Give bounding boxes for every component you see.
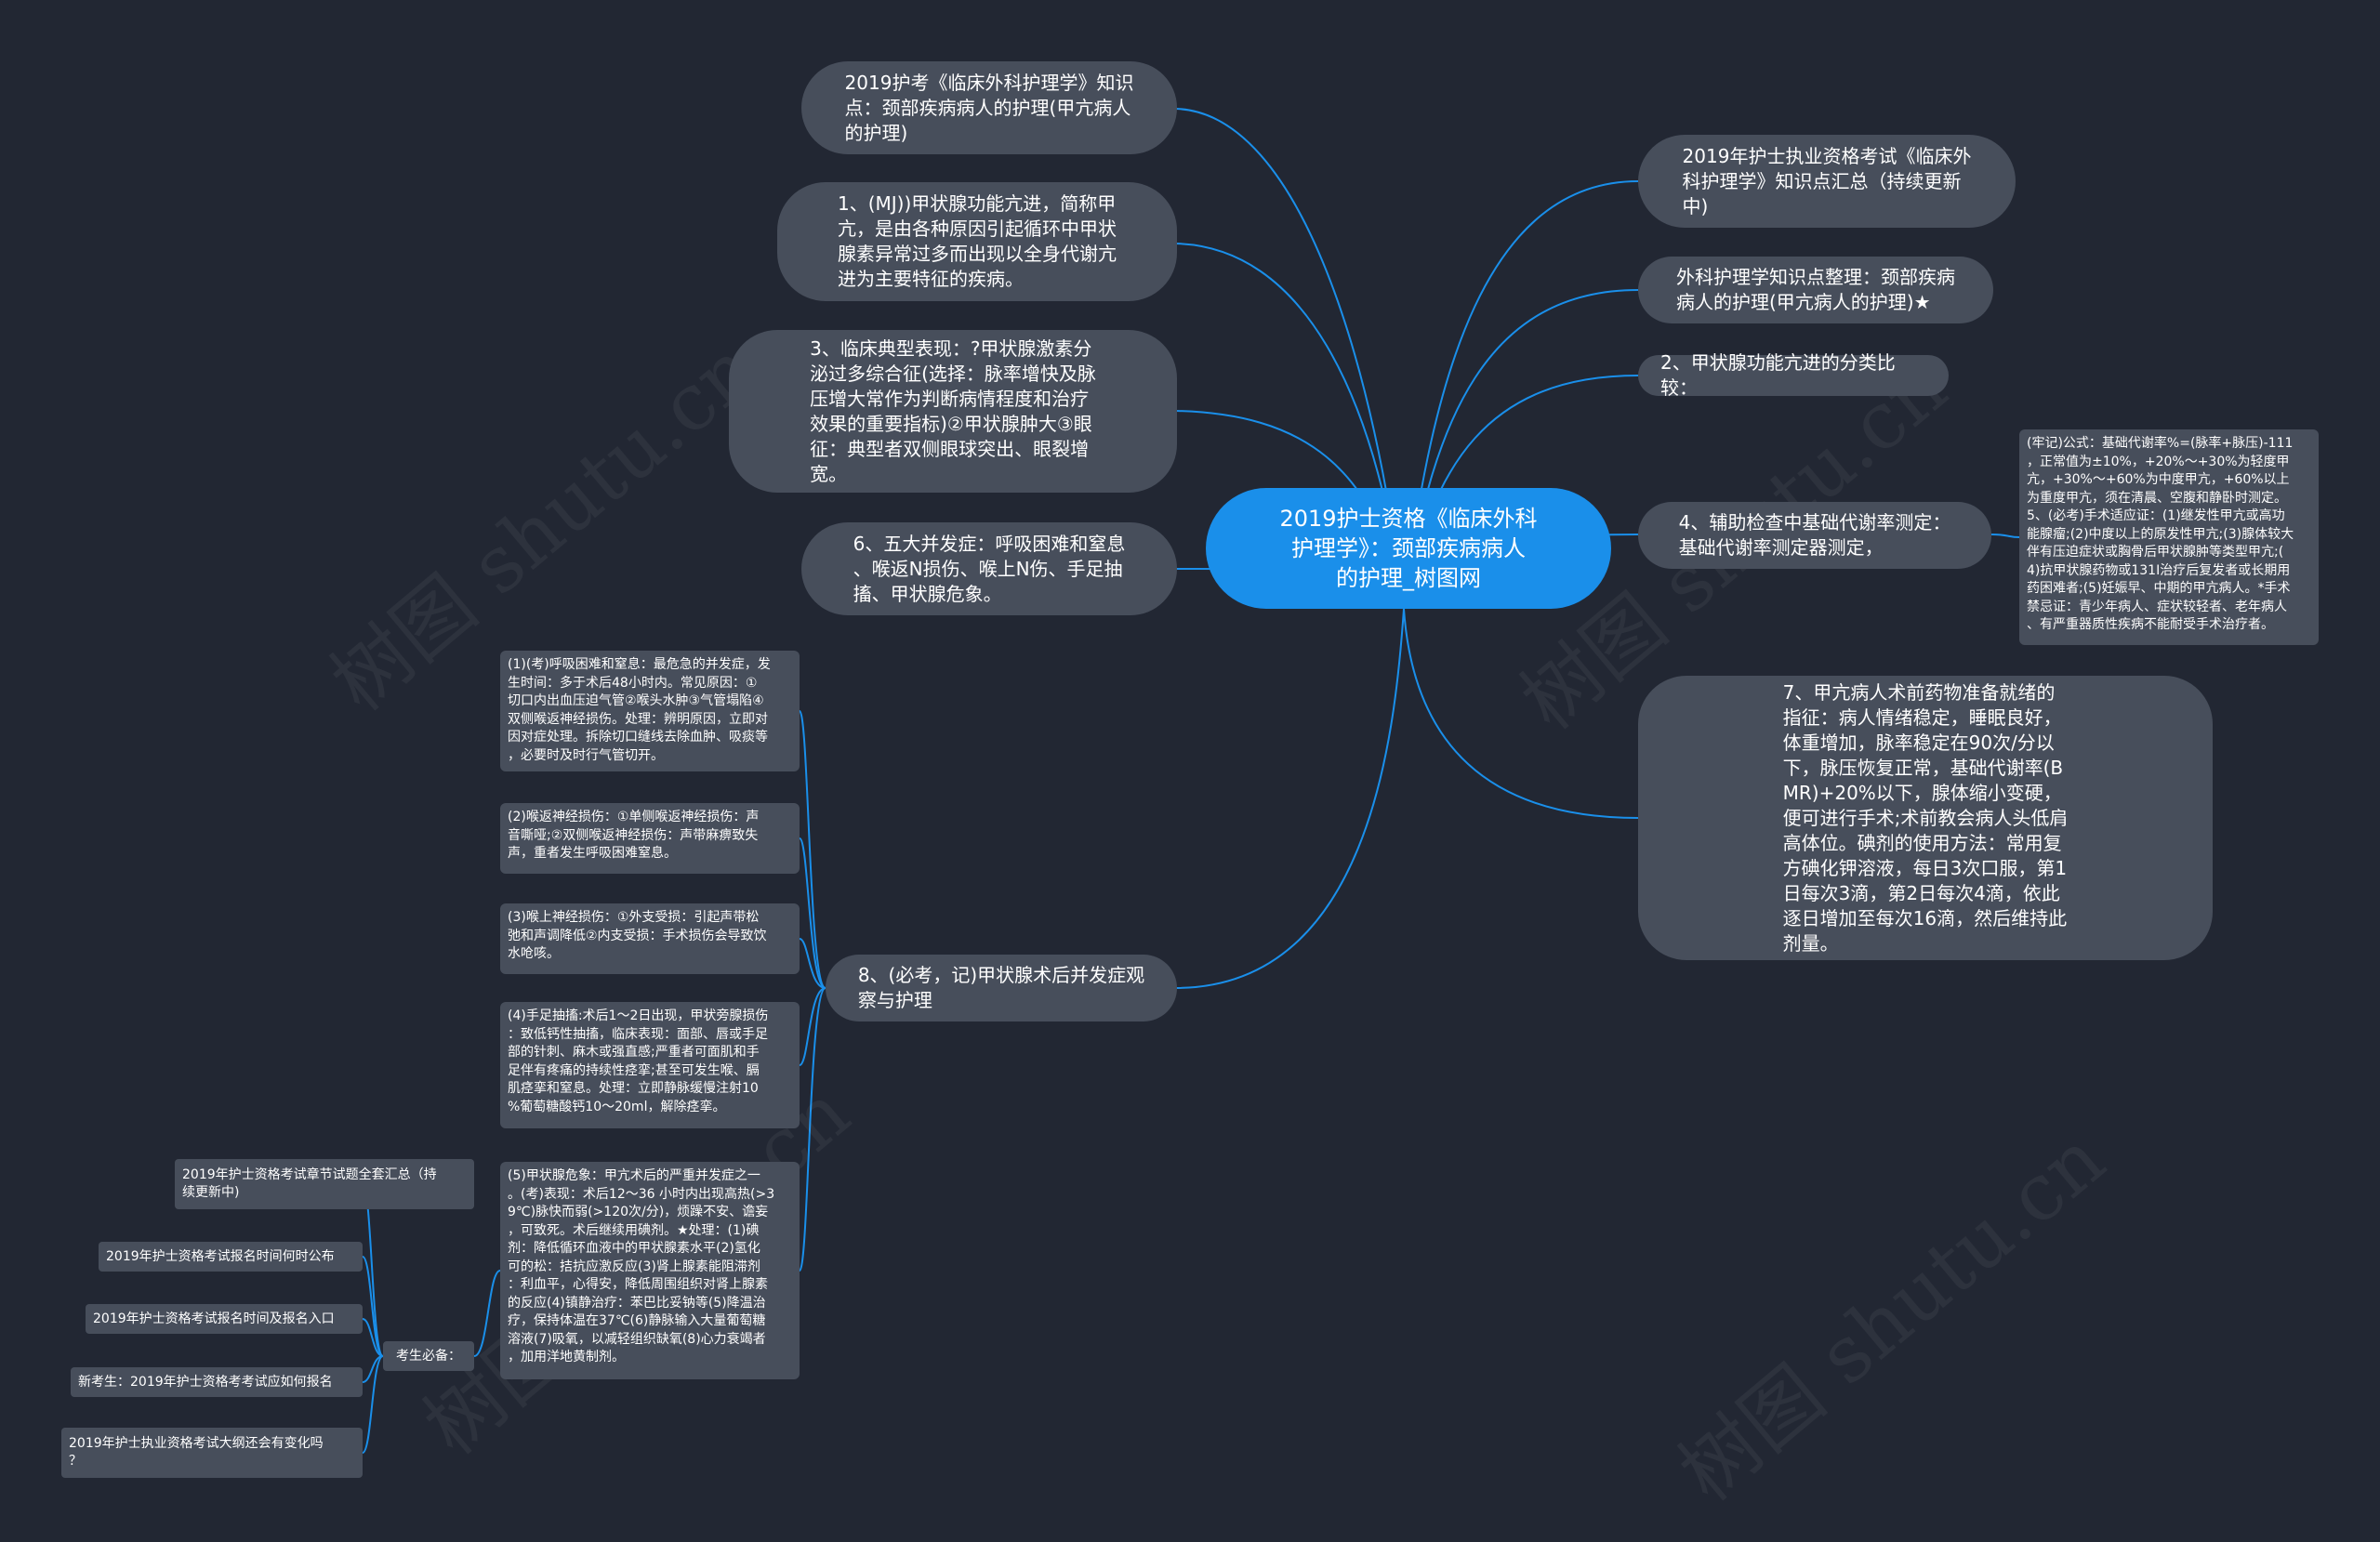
exam-item-5-label: 2019年护士执业资格考试大纲还会有变化吗 ？	[69, 1436, 324, 1469]
exam-item-5[interactable]: 2019年护士执业资格考试大纲还会有变化吗 ？	[61, 1428, 363, 1478]
exam-item-1-label: 2019年护士资格考试章节试题全套汇总（持 续更新中)	[182, 1167, 437, 1200]
link-l5-d3	[799, 938, 826, 989]
link-exam-5	[362, 1355, 384, 1454]
branch-l5-label: 8、(必考，记)甲状腺术后并发症观 察与护理	[857, 964, 1145, 1011]
exam-item-3[interactable]: 2019年护士资格考试报名时间及报名入口	[86, 1304, 363, 1334]
link-exam-1	[362, 1183, 384, 1357]
branch-r2-label: 外科护理学知识点整理：颈部疾病 病人的护理(甲亢病人的护理)★	[1676, 266, 1955, 313]
detail-complication-2-label: (2)喉返神经损伤：①单侧喉返神经损伤：声 音嘶哑;②双侧喉返神经损伤：声带麻痹…	[508, 810, 760, 861]
branch-l5[interactable]: 8、(必考，记)甲状腺术后并发症观 察与护理	[826, 955, 1177, 1021]
detail-complication-2[interactable]: (2)喉返神经损伤：①单侧喉返神经损伤：声 音嘶哑;②双侧喉返神经损伤：声带麻痹…	[500, 803, 800, 874]
detail-bmr-label: (牢记)公式：基础代谢率%=(脉率+脉压)-111 ，正常值为±10%，+20%…	[2027, 436, 2294, 632]
branch-l1-label: 2019护考《临床外科护理学》知识 点：颈部疾病病人的护理(甲亢病人 的护理)	[844, 71, 1134, 144]
detail-complication-3-label: (3)喉上神经损伤：①外支受损：引起声带松 弛和声调降低②内支受损：手术损伤会导…	[508, 910, 767, 961]
link-l5-d1	[799, 710, 826, 989]
exam-essentials-label[interactable]: 考生必备：	[383, 1341, 474, 1371]
detail-complication-5-label: (5)甲状腺危象：甲亢术后的严重并发症之一 。(考)表现：术后12～36 小时内…	[508, 1168, 775, 1364]
branch-r1-label: 2019年护士执业资格考试《临床外 科护理学》知识点汇总（持续更新 中)	[1682, 144, 1972, 217]
branch-l4-label: 6、五大并发症：呼吸困难和窒息 、喉返N损伤、喉上N伤、手足抽 搐、甲状腺危象。	[853, 532, 1126, 605]
branch-l1[interactable]: 2019护考《临床外科护理学》知识 点：颈部疾病病人的护理(甲亢病人 的护理)	[801, 61, 1177, 154]
branch-l4[interactable]: 6、五大并发症：呼吸困难和窒息 、喉返N损伤、喉上N伤、手足抽 搐、甲状腺危象。	[801, 522, 1177, 615]
link-r4-detail	[1990, 534, 2020, 538]
link-l5-d4	[799, 987, 826, 1066]
link-l5-d2	[799, 837, 826, 989]
link-exam-2	[362, 1256, 384, 1357]
detail-bmr[interactable]: (牢记)公式：基础代谢率%=(脉率+脉压)-111 ，正常值为±10%，+20%…	[2019, 429, 2319, 645]
detail-complication-4-label: (4)手足抽搐:术后1～2日出现，甲状旁腺损伤 ：致低钙性抽搐，临床表现：面部、…	[508, 1008, 769, 1114]
detail-complication-5[interactable]: (5)甲状腺危象：甲亢术后的严重并发症之一 。(考)表现：术后12～36 小时内…	[500, 1162, 800, 1379]
link-d5-exam	[473, 1270, 501, 1357]
link-l5-d5	[799, 987, 826, 1272]
link-root-l5	[1174, 608, 1405, 989]
detail-complication-4[interactable]: (4)手足抽搐:术后1～2日出现，甲状旁腺损伤 ：致低钙性抽搐，临床表现：面部、…	[500, 1002, 800, 1128]
branch-r4-label: 4、辅助检查中基础代谢率测定： 基础代谢率测定器测定，	[1678, 511, 1951, 559]
branch-r4[interactable]: 4、辅助检查中基础代谢率测定： 基础代谢率测定器测定，	[1638, 502, 1991, 569]
branch-l3[interactable]: 3、临床典型表现：?甲状腺激素分 泌过多综合征(选择：脉率增快及脉 压增大常作为…	[729, 330, 1177, 493]
exam-item-3-label: 2019年护士资格考试报名时间及报名入口	[93, 1311, 335, 1326]
exam-item-4[interactable]: 新考生：2019年护士资格考考试应如何报名	[71, 1367, 363, 1397]
root-topic[interactable]: 2019护士资格《临床外科 护理学》：颈部疾病病人 的护理_树图网	[1206, 488, 1611, 609]
detail-complication-1-label: (1)(考)呼吸困难和窒息：最危急的并发症，发 生时间：多于术后48小时内。常见…	[508, 657, 771, 763]
branch-r3[interactable]: 2、甲状腺功能亢进的分类比较：	[1638, 351, 1949, 399]
exam-item-2-label: 2019年护士资格考试报名时间何时公布	[106, 1248, 335, 1264]
detail-complication-1[interactable]: (1)(考)呼吸困难和窒息：最危急的并发症，发 生时间：多于术后48小时内。常见…	[500, 651, 800, 771]
exam-item-2[interactable]: 2019年护士资格考试报名时间何时公布	[99, 1242, 363, 1272]
exam-item-1[interactable]: 2019年护士资格考试章节试题全套汇总（持 续更新中)	[175, 1159, 474, 1209]
branch-l3-label: 3、临床典型表现：?甲状腺激素分 泌过多综合征(选择：脉率增快及脉 压增大常作为…	[810, 336, 1096, 485]
link-root-r5	[1403, 608, 1639, 819]
exam-item-4-label: 新考生：2019年护士资格考考试应如何报名	[78, 1374, 333, 1390]
branch-l2[interactable]: 1、(MJ))甲状腺功能亢进，简称甲 亢，是由各种原因引起循环中甲状 腺素异常过…	[777, 182, 1177, 301]
branch-r2[interactable]: 外科护理学知识点整理：颈部疾病 病人的护理(甲亢病人的护理)★	[1638, 257, 1993, 323]
exam-essentials-text: 考生必备：	[396, 1348, 461, 1364]
branch-r3-label: 2、甲状腺功能亢进的分类比较：	[1660, 351, 1896, 399]
branch-r1[interactable]: 2019年护士执业资格考试《临床外 科护理学》知识点汇总（持续更新 中)	[1638, 135, 2016, 228]
branch-l2-label: 1、(MJ))甲状腺功能亢进，简称甲 亢，是由各种原因引起循环中甲状 腺素异常过…	[838, 192, 1117, 290]
root-topic-label: 2019护士资格《临床外科 护理学》：颈部疾病病人 的护理_树图网	[1279, 506, 1538, 591]
branch-r5-label: 7、甲亢病人术前药物准备就绪的 指征：病人情绪稳定，睡眠良好， 体重增加，脉率稳…	[1782, 680, 2069, 955]
branch-r5[interactable]: 7、甲亢病人术前药物准备就绪的 指征：病人情绪稳定，睡眠良好， 体重增加，脉率稳…	[1638, 676, 2213, 960]
detail-complication-3[interactable]: (3)喉上神经损伤：①外支受损：引起声带松 弛和声调降低②内支受损：手术损伤会导…	[500, 903, 800, 974]
link-exam-3	[362, 1318, 384, 1357]
